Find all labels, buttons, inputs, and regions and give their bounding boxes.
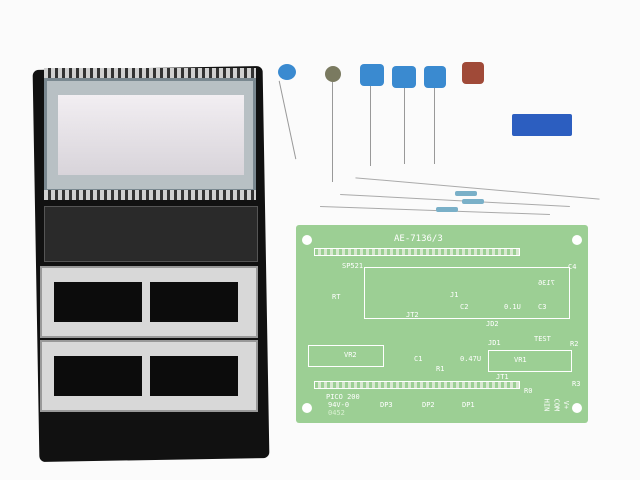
ic-socket-2 — [40, 340, 258, 412]
lcd-top-pins — [44, 68, 256, 78]
label-com: COM — [552, 398, 561, 412]
label-j1: J1 — [450, 291, 459, 299]
film-capacitor-1 — [360, 64, 384, 86]
board-title: AE-7136/3 — [394, 234, 443, 244]
resistor-3 — [436, 207, 458, 212]
label-sp521: SP521 — [342, 262, 364, 270]
label-jd1: JD1 — [488, 339, 501, 347]
label-jt1: JT1 — [496, 373, 509, 381]
ceramic-capacitor — [278, 64, 296, 80]
film-capacitor-2 — [392, 66, 416, 88]
pcb-board: AE-7136/3 SP521 RT 7136 J1 JT2 C2 0.1U C… — [296, 225, 588, 423]
label-r0: R0 — [524, 387, 533, 395]
lcd-window — [58, 95, 244, 175]
label-hin: HIN — [542, 398, 551, 412]
resistor-2 — [462, 199, 484, 204]
label-pico: PICO 200 — [326, 393, 360, 401]
resistor-1 — [455, 191, 477, 196]
label-0-1u: 0.1U — [504, 303, 521, 311]
label-c2: C2 — [460, 303, 469, 311]
label-0452: 0452 — [328, 409, 345, 417]
label-jt2: JT2 — [406, 311, 419, 319]
label-test: TEST — [534, 335, 551, 343]
label-dp3: DP3 — [380, 401, 393, 409]
ic-chip — [44, 206, 258, 262]
label-r2: R2 — [570, 340, 579, 348]
label-r1: R1 — [436, 365, 445, 373]
film-capacitor-3 — [424, 66, 446, 88]
trimmer-potentiometer — [512, 114, 572, 136]
label-r3: R3 — [572, 380, 581, 388]
label-rt: RT — [332, 293, 341, 301]
lcd-bottom-pins — [44, 190, 256, 200]
thermistor — [325, 66, 341, 82]
label-94v0: 94V-0 — [328, 401, 350, 409]
label-0-47u: 0.47U — [460, 355, 482, 363]
label-vr2: VR2 — [344, 351, 357, 359]
label-c4: C4 — [568, 263, 577, 271]
label-dp1: DP1 — [462, 401, 475, 409]
label-7136: 7136 — [538, 279, 555, 287]
label-c1: C1 — [414, 355, 423, 363]
ceramic-capacitor-brown — [462, 62, 484, 84]
label-c3: C3 — [538, 303, 547, 311]
label-jd2: JD2 — [486, 320, 499, 328]
label-dp2: DP2 — [422, 401, 435, 409]
label-v-plus: V+ — [562, 400, 571, 410]
ic-socket-1 — [40, 266, 258, 338]
label-vr1: VR1 — [514, 356, 527, 364]
